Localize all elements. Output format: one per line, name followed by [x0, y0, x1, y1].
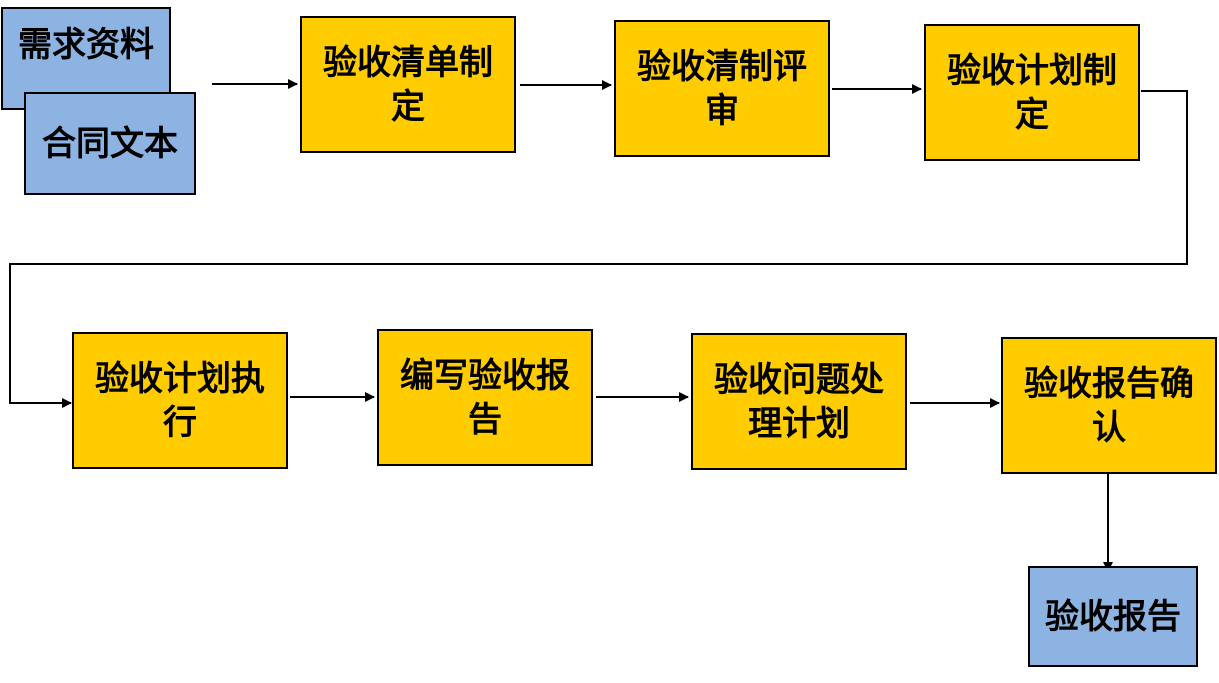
contract-document-node: 合同文本: [24, 92, 196, 195]
issue-plan-label: 验收问题处理计划: [714, 359, 884, 444]
arrow-plan-to-exec: [9, 90, 1188, 408]
plan-make-node: 验收计划制定: [924, 24, 1140, 161]
requirements-document-label: 需求资料: [18, 25, 154, 65]
list-review-label: 验收清制评审: [637, 46, 807, 131]
report-confirm-label: 验收报告确认: [1024, 363, 1194, 448]
plan-exec-label: 验收计划执行: [95, 358, 265, 443]
list-make-node: 验收清单制定: [300, 16, 516, 153]
acceptance-report-label: 验收报告: [1045, 596, 1181, 637]
contract-document-label: 合同文本: [42, 123, 178, 164]
plan-make-label: 验收计划制定: [947, 50, 1117, 135]
plan-exec-node: 验收计划执行: [72, 332, 288, 469]
acceptance-report-node: 验收报告: [1028, 566, 1198, 667]
issue-plan-node: 验收问题处理计划: [691, 333, 907, 470]
report-confirm-node: 验收报告确认: [1001, 337, 1217, 474]
list-review-node: 验收清制评审: [614, 20, 830, 157]
list-make-label: 验收清单制定: [323, 42, 493, 127]
write-report-label: 编写验收报告: [400, 355, 570, 440]
write-report-node: 编写验收报告: [377, 329, 593, 466]
